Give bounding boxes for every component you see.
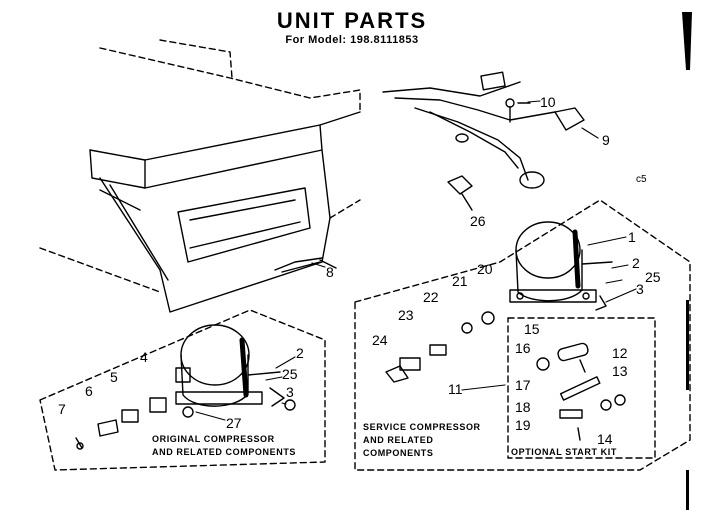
page-code: c5: [636, 174, 647, 185]
callout-25-original: 25: [282, 366, 298, 382]
callout-numbers: 1 2 25 3 10 9 26 8 20 21 22 23 24 11 15 …: [58, 94, 661, 447]
callout-20: 20: [477, 261, 493, 277]
callout-19: 19: [515, 417, 531, 433]
callout-8: 8: [326, 264, 334, 280]
start-kit-border: [507, 317, 656, 459]
callout-12: 12: [612, 345, 628, 361]
service-caption-line-1: SERVICE COMPRESSOR: [363, 422, 481, 432]
callout-9: 9: [602, 132, 610, 148]
page-title: UNIT PARTS: [276, 8, 428, 33]
callout-3-original: 3: [286, 384, 294, 400]
callout-22: 22: [423, 289, 439, 305]
callout-18: 18: [515, 399, 531, 415]
original-small-parts: [75, 397, 194, 450]
callout-13: 13: [612, 363, 628, 379]
service-caption-line-2: AND RELATED: [363, 435, 434, 445]
original-caption-line-1: ORIGINAL COMPRESSOR: [152, 434, 275, 444]
service-compressor: [509, 221, 613, 311]
callout-15: 15: [524, 321, 540, 337]
callout-26: 26: [470, 213, 486, 229]
callout-3: 3: [636, 281, 644, 297]
binding-marks: [682, 12, 692, 510]
callout-1: 1: [628, 229, 636, 245]
callout-11: 11: [448, 381, 463, 397]
callout-6: 6: [85, 383, 93, 399]
callout-17: 17: [515, 377, 531, 393]
callout-4: 4: [140, 349, 148, 365]
original-caption-line-2: AND RELATED COMPONENTS: [152, 447, 297, 457]
callout-2-original: 2: [296, 345, 304, 361]
callout-25: 25: [645, 269, 661, 285]
callout-10: 10: [540, 94, 556, 110]
callout-16: 16: [515, 340, 531, 356]
start-kit-caption: OPTIONAL START KIT: [511, 447, 617, 457]
service-group-caption: SERVICE COMPRESSOR AND RELATED COMPONENT…: [363, 421, 481, 460]
callout-27: 27: [226, 415, 242, 431]
part-26-clip: [447, 175, 473, 211]
callout-24: 24: [372, 332, 388, 348]
service-caption-line-3: COMPONENTS: [363, 448, 434, 458]
callout-14: 14: [597, 431, 613, 447]
leader-lines: [195, 100, 637, 421]
callout-7: 7: [58, 401, 66, 417]
callout-5: 5: [110, 369, 118, 385]
callout-21: 21: [452, 273, 468, 289]
original-group-caption: ORIGINAL COMPRESSOR AND RELATED COMPONEN…: [152, 433, 296, 459]
wiring-harness: [382, 71, 585, 189]
model-number: For Model: 198.8111853: [285, 34, 419, 46]
start-kit-parts: [536, 342, 626, 441]
original-compressor: [175, 324, 296, 411]
callout-2: 2: [632, 255, 640, 271]
cabinet-outline: [39, 39, 361, 313]
callout-23: 23: [398, 307, 414, 323]
service-small-parts: [385, 311, 495, 383]
